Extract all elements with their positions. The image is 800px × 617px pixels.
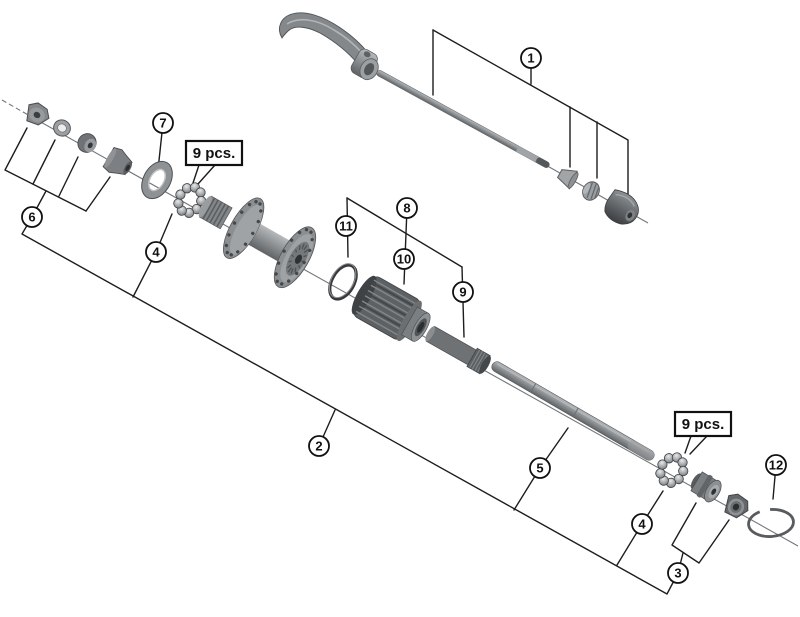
spoke-hole xyxy=(304,227,309,232)
pcs-label-text: 9 pcs. xyxy=(193,145,236,162)
spoke-hole xyxy=(229,253,233,257)
spoke-hole xyxy=(240,210,244,214)
callout-4: 4 xyxy=(631,513,653,535)
callout-7: 7 xyxy=(152,112,174,134)
callout-number: 2 xyxy=(315,439,322,454)
callout-8: 8 xyxy=(396,197,418,219)
callout-number: 9 xyxy=(459,285,466,300)
callout-number: 4 xyxy=(638,517,646,532)
spoke-hole xyxy=(224,243,229,248)
pcs-label-text: 9 pcs. xyxy=(682,416,725,433)
spoke-hole xyxy=(275,279,279,284)
ratchet-spline xyxy=(294,267,297,273)
callout-number: 8 xyxy=(403,201,410,216)
spoke-hole xyxy=(310,237,314,242)
ratchet-spline xyxy=(287,267,292,273)
bearing-ball xyxy=(195,187,206,198)
ratchet-spline xyxy=(291,254,294,258)
freehub-body xyxy=(351,275,431,342)
skewer-adjusting-nut xyxy=(604,189,639,225)
ratchet-spline xyxy=(287,264,292,269)
ratchet-spline xyxy=(303,245,308,251)
bearing-ball xyxy=(677,457,688,468)
ratchet-spline xyxy=(298,264,301,269)
right-locknut xyxy=(724,493,749,519)
spoke-hole xyxy=(247,202,252,207)
callout-10: 10 xyxy=(393,248,415,270)
callout-number: 7 xyxy=(159,116,166,131)
callout-number: 3 xyxy=(674,566,681,581)
right-ball-retainer xyxy=(655,452,689,488)
ratchet-spline xyxy=(295,249,297,253)
spoke-hole xyxy=(259,209,263,213)
quick-release-lever xyxy=(279,12,379,81)
bearing-ball xyxy=(678,465,689,477)
spoke-hole xyxy=(251,231,255,236)
spoke-hole xyxy=(309,230,313,234)
spoke-hole xyxy=(276,261,281,265)
spoke-hole xyxy=(282,249,286,253)
callout-number: 11 xyxy=(339,219,353,234)
quick-release-skewer-rod xyxy=(376,70,550,168)
spoke-hole xyxy=(225,250,229,255)
ratchet-spline xyxy=(288,260,292,263)
hub-shell xyxy=(198,195,317,289)
ratchet-spline xyxy=(303,255,307,258)
pcs-label: 9 pcs. xyxy=(673,410,733,438)
callout-11: 11 xyxy=(335,215,357,237)
callout-9: 9 xyxy=(452,281,474,303)
callout-number: 12 xyxy=(769,458,783,473)
ratchet-spline xyxy=(301,243,305,250)
o-ring xyxy=(328,263,358,301)
callout-number: 1 xyxy=(527,51,534,66)
skewer-spring-small xyxy=(556,169,579,190)
spoke-hole xyxy=(286,279,291,283)
spoke-hole xyxy=(254,199,258,204)
hub-axle xyxy=(491,361,655,461)
left-seal-ring xyxy=(141,160,173,200)
spoke-hole xyxy=(294,271,299,276)
spoke-hole xyxy=(227,233,231,237)
callout-1: 1 xyxy=(520,47,542,69)
pcs-labels: 9 pcs. 9 pcs. xyxy=(184,139,733,438)
freehub-spacer xyxy=(425,325,491,375)
callout-6: 6 xyxy=(21,206,43,228)
pcs-label: 9 pcs. xyxy=(184,139,244,167)
callout-number: 5 xyxy=(536,461,543,476)
right-cone xyxy=(690,471,722,503)
spoke-hole xyxy=(232,221,237,225)
spoke-hole xyxy=(302,260,306,265)
left-cone xyxy=(77,133,97,153)
callout-2: 2 xyxy=(308,435,330,457)
skewer-spring-coil xyxy=(582,181,600,201)
ratchet-spline xyxy=(303,249,309,254)
left-washer xyxy=(53,119,71,137)
callout-3: 3 xyxy=(667,562,689,584)
callout-4: 4 xyxy=(145,241,167,263)
spoke-hole xyxy=(258,202,262,206)
spoke-hole xyxy=(280,282,284,286)
left-dust-cap xyxy=(102,146,133,176)
ratchet-spline xyxy=(290,268,294,274)
callout-number: 10 xyxy=(397,252,411,267)
spoke-hole xyxy=(243,242,248,246)
spoke-hole xyxy=(256,219,260,224)
callout-number: 6 xyxy=(28,210,35,225)
callout-5: 5 xyxy=(529,457,551,479)
spoke-hole xyxy=(274,272,278,276)
spoke-hole xyxy=(307,248,312,253)
spoke-hole xyxy=(236,250,240,254)
ratchet-spline xyxy=(298,245,301,250)
callout-12: 12 xyxy=(765,454,787,476)
snap-ring xyxy=(747,508,795,538)
callout-number: 4 xyxy=(152,245,160,260)
left-locknut xyxy=(26,102,50,126)
spoke-hole xyxy=(289,238,294,242)
spoke-hole xyxy=(297,230,302,235)
